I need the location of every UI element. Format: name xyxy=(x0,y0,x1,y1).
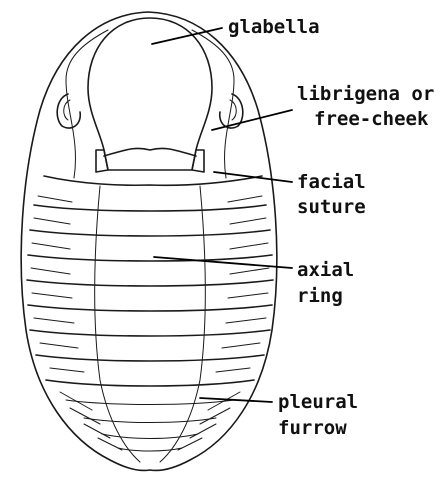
pleural-furrow-pointer xyxy=(200,398,272,402)
eye-left xyxy=(57,94,80,128)
label-glabella: glabella xyxy=(228,16,320,38)
label-pleural-line1: pleural xyxy=(278,391,358,413)
label-pleural-line2: furrow xyxy=(278,417,347,439)
occipital-ring xyxy=(96,150,108,172)
label-axial-line1: axial xyxy=(297,259,354,281)
librigena-pointer xyxy=(212,110,292,130)
label-librigena-line1: librigena or xyxy=(297,83,434,105)
glabella-shape xyxy=(88,18,212,170)
label-facial-line1: facial xyxy=(297,171,366,193)
label-axial-line2: ring xyxy=(297,285,343,307)
labels: glabella librigena or free-cheek facial … xyxy=(228,16,434,439)
label-librigena-line2: free-cheek xyxy=(314,108,429,130)
occipital-ring-right xyxy=(192,150,204,172)
body-outline xyxy=(21,12,277,471)
thoracic-segments xyxy=(27,205,273,386)
trilobite-illustration xyxy=(21,12,277,471)
occipital-band xyxy=(104,148,196,156)
pygidium xyxy=(60,392,240,451)
facial-suture-left xyxy=(66,30,108,178)
pointer-lines xyxy=(152,28,292,402)
label-facial-line2: suture xyxy=(297,196,366,218)
cephalon-border xyxy=(44,176,262,185)
